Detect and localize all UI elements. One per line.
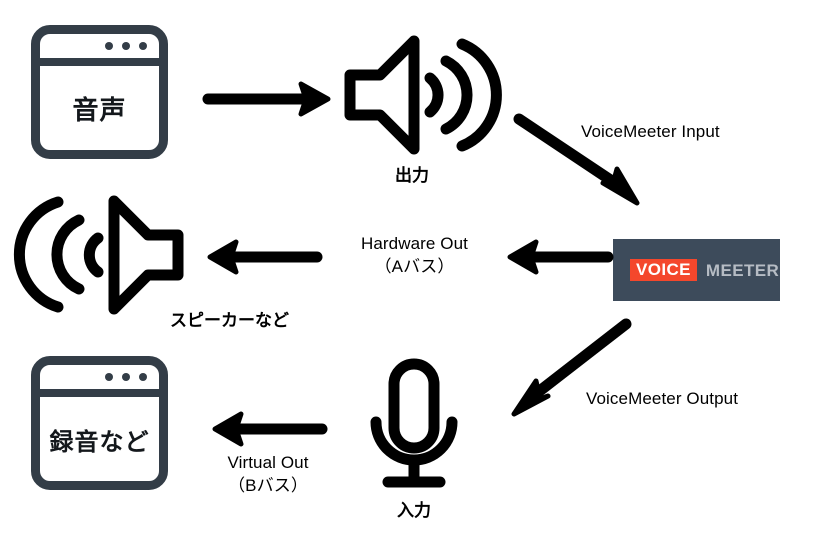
hardware-out-label: Hardware Out （Aバス）: [332, 232, 497, 279]
recorder-app-label: 録音など: [49, 428, 150, 456]
speaker-output-icon: [338, 30, 502, 160]
virtual-out-line1: Virtual Out: [227, 453, 309, 472]
speaker-playback-caption: スピーカーなど: [170, 311, 289, 330]
microphone-caption: 入力: [397, 501, 431, 520]
window-body: 録音など: [40, 397, 159, 481]
source-app-label: 音声: [72, 94, 127, 125]
arrow-down-right-icon: [513, 113, 645, 209]
window-dots: [105, 373, 147, 381]
window-body: 音声: [40, 66, 159, 150]
window-dot: [139, 42, 147, 50]
arrow-down-left-icon: [510, 318, 632, 420]
voicemeeter-output-label: VoiceMeeter Output: [586, 389, 739, 408]
arrow-left-icon-voicemeeter-to-hardware: [507, 238, 614, 276]
speaker-playback-icon: [13, 192, 190, 317]
browser-window-icon-source: 音声: [31, 25, 168, 159]
browser-window-icon-recorder: 録音など: [31, 356, 168, 490]
virtual-out-label: Virtual Out （Bバス）: [198, 451, 338, 498]
output-speaker-caption: 出力: [395, 166, 429, 185]
hardware-out-line2: （Aバス）: [374, 257, 455, 277]
window-titlebar: [40, 34, 159, 66]
window-dot: [122, 373, 130, 381]
arrow-left-icon-virtual-to-recorder: [212, 410, 328, 448]
voicemeeter-wordmark: VOICE MEETER: [630, 259, 779, 281]
hardware-out-line1: Hardware Out: [360, 234, 469, 253]
window-titlebar: [40, 365, 159, 397]
arrow-left-icon-hardware-to-speaker: [207, 238, 323, 276]
arrow-right-icon-app-to-output: [202, 80, 332, 118]
voicemeeter-brand-voice: VOICE: [630, 259, 697, 281]
microphone-icon: [362, 358, 466, 492]
voicemeeter-brand-meeter: MEETER: [705, 260, 780, 280]
window-dot: [105, 42, 113, 50]
window-dots: [105, 42, 147, 50]
window-dot: [139, 373, 147, 381]
voicemeeter-logo[interactable]: VOICE MEETER: [613, 239, 780, 301]
virtual-out-line2: （Bバス）: [228, 476, 308, 496]
window-dot: [105, 373, 113, 381]
voicemeeter-input-label: VoiceMeeter Input: [581, 122, 720, 141]
window-dot: [122, 42, 130, 50]
